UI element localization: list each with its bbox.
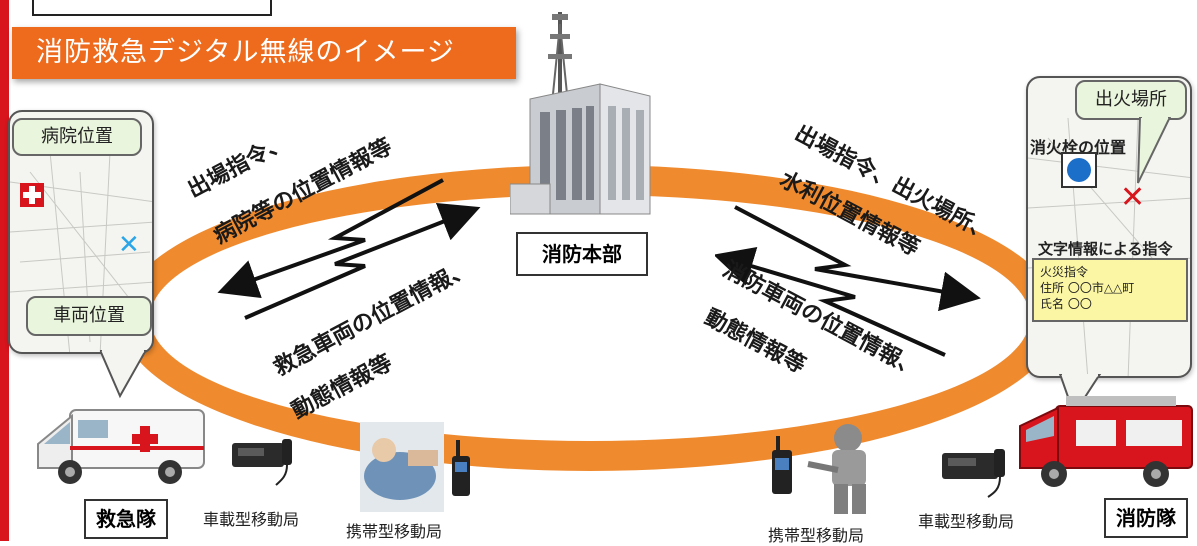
right-comm-arrows-icon (715, 205, 981, 357)
left-comm-arrows-icon (217, 178, 481, 320)
right-map-panel (1026, 76, 1192, 378)
vehicle-radio-right-icon (942, 449, 1005, 498)
hq-building-icon (510, 12, 651, 215)
hydrant-marker-icon (1061, 152, 1097, 188)
hydrant-position-label: 消火栓の位置 (1030, 138, 1127, 157)
fire-team-label: 消防隊 (1104, 498, 1188, 538)
fire-location-marker-icon: ✕ (1120, 180, 1146, 215)
vehicle-position-callout: 車両位置 (26, 296, 152, 336)
left-panel-tail-icon (100, 350, 148, 399)
fire-engine-icon (1019, 396, 1193, 487)
vehicle-radio-left-label: 車載型移動局 (203, 510, 300, 529)
portable-radio-left-label: 携帯型移動局 (346, 522, 443, 541)
hospital-cross-icon (20, 183, 44, 207)
info-line-3: 氏名 〇〇 (1040, 297, 1092, 311)
fire-callout-tail-icon (1137, 117, 1172, 184)
info-line-2: 住所 〇〇市△△町 (1040, 281, 1135, 295)
hospital-position-callout: 病院位置 (12, 118, 142, 156)
top-outline-box (32, 0, 272, 16)
text-command-label: 文字情報による指令 (1038, 240, 1173, 258)
rescuer-with-portable-radio-icon (360, 422, 470, 512)
vehicle-radio-right-label: 車載型移動局 (918, 512, 1015, 531)
ambulance-team-label: 救急隊 (84, 499, 168, 539)
diagram-title-banner: 消防救急デジタル無線のイメージ (12, 27, 516, 79)
text-command-box: 火災指令 住所 〇〇市△△町 氏名 〇〇 (1032, 258, 1188, 322)
portable-radio-right-label: 携帯型移動局 (768, 526, 865, 545)
right-panel-tail-icon (1058, 374, 1102, 417)
info-line-1: 火災指令 (1040, 265, 1089, 279)
vehicle-position-marker-icon: ✕ (118, 230, 140, 260)
firefighter-with-portable-radio-icon (772, 424, 866, 514)
hq-label: 消防本部 (516, 232, 648, 276)
vehicle-radio-left-icon (232, 439, 292, 486)
ambulance-icon (37, 409, 205, 484)
left-accent-bar (0, 0, 9, 541)
fire-location-callout: 出火場所 (1075, 80, 1187, 120)
